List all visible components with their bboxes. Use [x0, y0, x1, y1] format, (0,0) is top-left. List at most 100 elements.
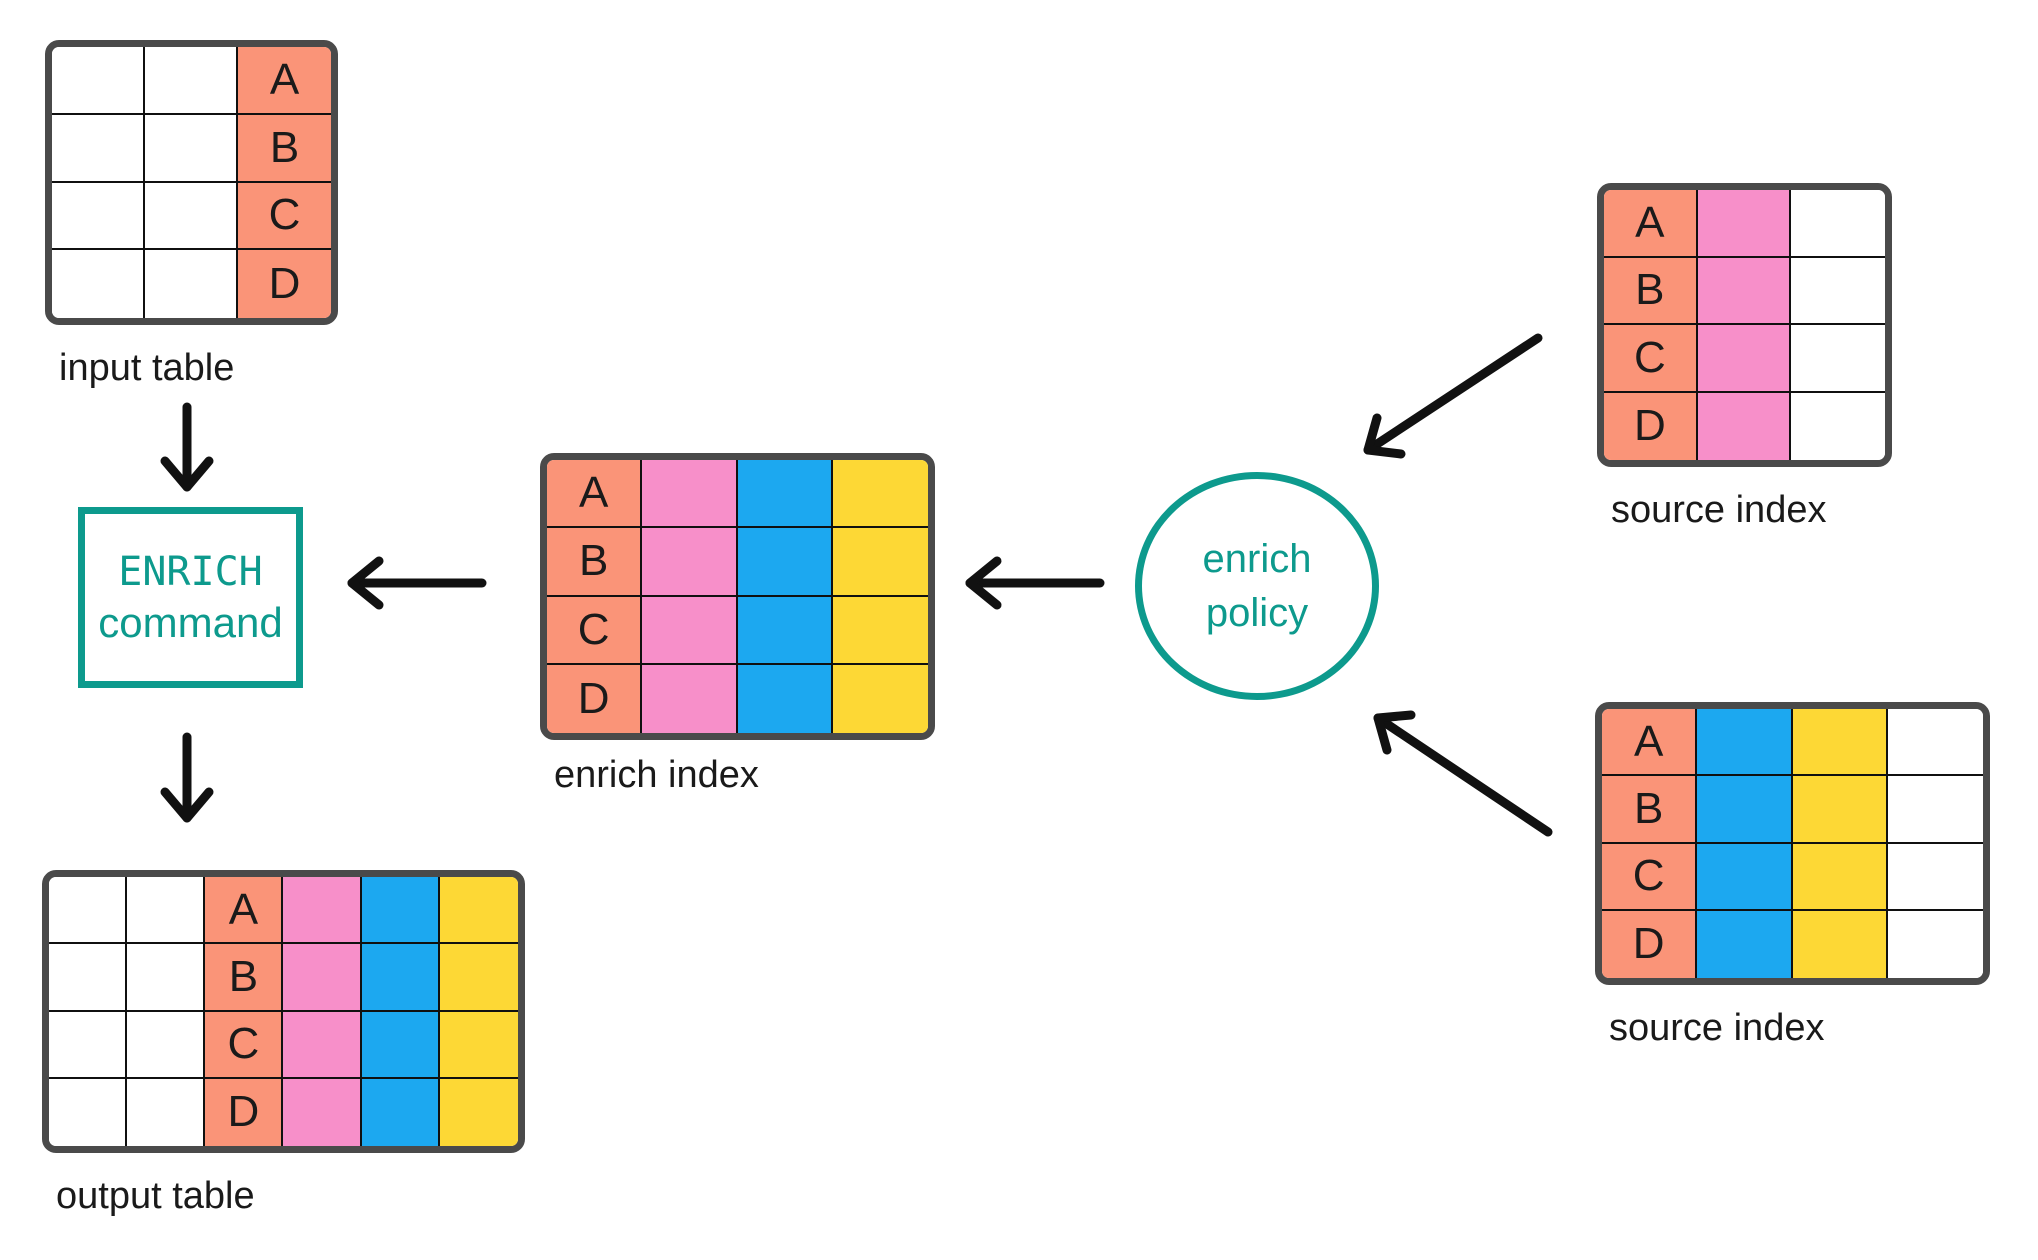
table-cell — [1887, 776, 1983, 844]
table-cell — [737, 664, 833, 733]
table-cell: D — [238, 250, 331, 318]
table-cell — [127, 1011, 206, 1079]
table-cell: A — [1602, 709, 1698, 777]
table-cell — [1792, 776, 1888, 844]
table-cell — [361, 1011, 440, 1079]
table-cell — [145, 114, 238, 183]
arrow-enrich-policy-to-enrich-index — [965, 556, 1105, 610]
table-cell — [1792, 910, 1888, 978]
table-cell — [1791, 257, 1885, 325]
table-cell — [1792, 709, 1888, 777]
table-cell — [832, 460, 928, 529]
table-cell: D — [1602, 910, 1698, 978]
table-cell: D — [547, 664, 643, 733]
arrow-source-index-top-to-enrich-policy — [1363, 333, 1543, 459]
input-table-label: input table — [59, 347, 235, 389]
table-cell: B — [205, 944, 284, 1012]
table-cell — [1791, 325, 1885, 393]
source-index-bottom-label: source index — [1609, 1007, 1825, 1049]
table-cell — [832, 664, 928, 733]
table-cell — [1697, 190, 1792, 258]
table-cell — [361, 944, 440, 1012]
enrich-policy-line2: policy — [1205, 591, 1309, 635]
enrich-command-keyword: ENRICH — [118, 548, 263, 595]
enrich-policy-circle: enrich policy — [1135, 472, 1379, 700]
table-cell — [49, 1011, 128, 1079]
table-cell — [49, 877, 128, 945]
table-cell — [1697, 776, 1793, 844]
table-cell: D — [1604, 392, 1698, 460]
table-cell — [52, 114, 145, 183]
table-cell — [642, 596, 738, 665]
table-cell — [737, 596, 833, 665]
table-cell — [52, 250, 145, 318]
table-cell — [145, 182, 238, 251]
table-cell — [361, 1078, 440, 1146]
table-cell: A — [547, 460, 643, 529]
enrich-policy-line1: enrich — [1202, 537, 1312, 581]
table-cell — [283, 944, 362, 1012]
table-cell — [642, 664, 738, 733]
table-cell — [439, 1011, 518, 1079]
table-cell: D — [205, 1078, 284, 1146]
table-cell: C — [1602, 843, 1698, 911]
table-cell — [1697, 709, 1793, 777]
table-cell: C — [547, 596, 643, 665]
table-cell — [832, 528, 928, 597]
enrich-command-box: ENRICH command — [78, 507, 303, 688]
table-cell — [642, 528, 738, 597]
table-cell — [49, 1078, 128, 1146]
table-cell: C — [1604, 325, 1698, 393]
table-cell — [49, 944, 128, 1012]
table-cell: A — [238, 47, 331, 115]
table-cell — [1887, 843, 1983, 911]
table-cell — [1697, 392, 1792, 460]
enrich-index-label: enrich index — [554, 754, 759, 796]
table-cell — [52, 182, 145, 251]
table-cell — [439, 944, 518, 1012]
table-cell — [1887, 709, 1983, 777]
table-cell: C — [238, 182, 331, 251]
table-cell — [737, 460, 833, 529]
table-cell — [1792, 843, 1888, 911]
table-cell — [52, 47, 145, 115]
table-cell — [1791, 392, 1885, 460]
table-cell — [1697, 325, 1792, 393]
table-cell: A — [1604, 190, 1698, 258]
arrow-input-table-to-enrich-command — [160, 402, 214, 492]
source-index-top-label: source index — [1611, 489, 1827, 531]
table-cell — [1791, 190, 1885, 258]
table-cell: B — [1604, 257, 1698, 325]
enrich-command-word: command — [98, 598, 283, 646]
table-cell — [1697, 843, 1793, 911]
table-cell — [439, 1078, 518, 1146]
table-cell — [737, 528, 833, 597]
table-cell: B — [238, 114, 331, 183]
table-cell — [145, 47, 238, 115]
table-cell: A — [205, 877, 284, 945]
table-cell — [145, 250, 238, 318]
table-cell: C — [205, 1011, 284, 1079]
table-cell: B — [547, 528, 643, 597]
arrow-enrich-index-to-enrich-command — [347, 556, 487, 610]
output-table-label: output table — [56, 1175, 255, 1217]
table-cell — [127, 944, 206, 1012]
arrow-enrich-command-to-output-table — [160, 732, 214, 823]
table-cell — [283, 877, 362, 945]
table-cell — [1887, 910, 1983, 978]
table-cell — [127, 1078, 206, 1146]
table-cell — [642, 460, 738, 529]
table-cell — [1697, 910, 1793, 978]
table-cell — [832, 596, 928, 665]
table-cell — [283, 1078, 362, 1146]
